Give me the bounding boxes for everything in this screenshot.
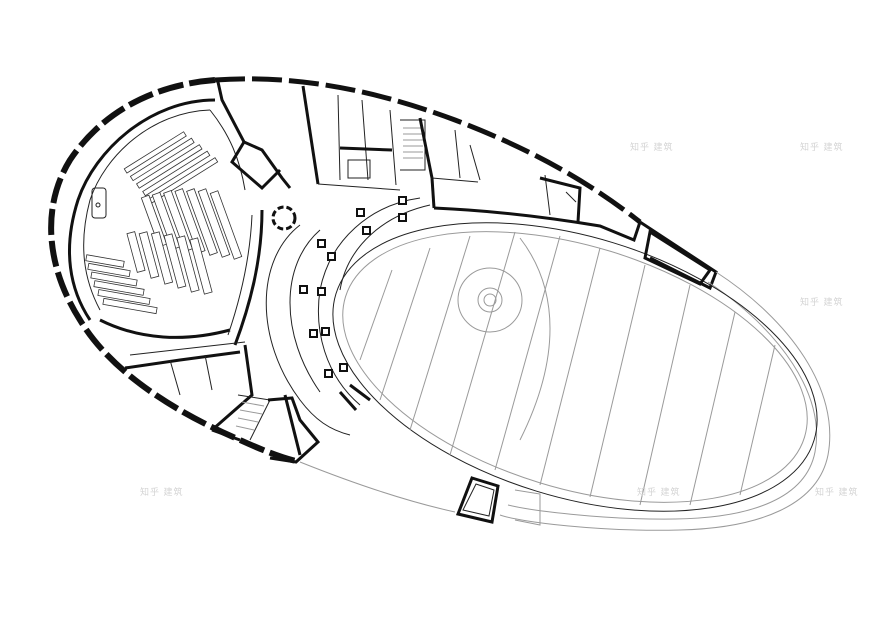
round-column (271, 205, 297, 231)
watermark-text: 知乎 建筑 (630, 141, 674, 152)
corridor-columns (299, 196, 407, 378)
seating-block-top (123, 131, 219, 204)
watermark-text: 知乎 建筑 (815, 486, 859, 497)
watermark-text: 知乎 建筑 (637, 486, 681, 497)
watermark-text: 知乎 建筑 (800, 296, 844, 307)
seating-block-middle (140, 188, 243, 260)
auditorium (68, 98, 264, 346)
south-rooms (124, 341, 321, 464)
seating-block-lower (126, 231, 213, 295)
watermarks: 知乎 建筑 知乎 建筑 知乎 建筑 知乎 建筑 知乎 建筑 知乎 建筑 (140, 141, 859, 497)
watermark-text: 知乎 建筑 (140, 486, 184, 497)
north-rooms (216, 81, 713, 286)
watermark-text: 知乎 建筑 (800, 141, 844, 152)
site-outline (299, 271, 831, 531)
entrance-pavilion (455, 476, 541, 526)
seating-block-bottom (85, 254, 158, 315)
oval-arena (332, 222, 818, 512)
